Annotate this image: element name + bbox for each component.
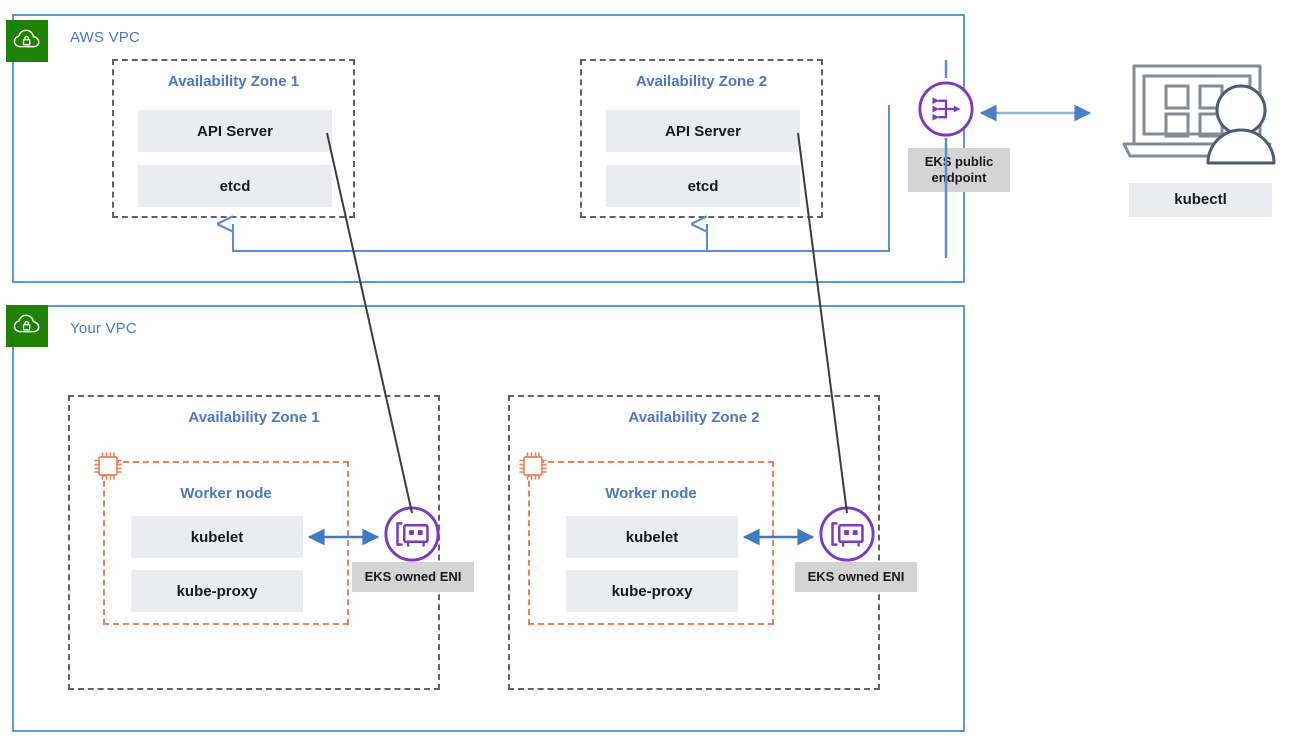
your-az-1-eni-caption: EKS owned ENI (352, 562, 474, 592)
your-az-2-kube-proxy: kube-proxy (566, 570, 738, 612)
your-az-2-container: Availability Zone 2 (508, 395, 880, 690)
your-az-1-eni-icon (384, 506, 440, 562)
kubectl-caption: kubectl (1129, 183, 1272, 217)
your-vpc-label: Your VPC (70, 320, 137, 337)
vpc-cloud-lock-icon (13, 29, 40, 48)
aws-az-2-api-server: API Server (606, 110, 800, 152)
your-az-2-eni-icon (819, 506, 875, 562)
your-vpc-badge-icon (6, 305, 48, 347)
your-az-2-eni-caption: EKS owned ENI (795, 562, 917, 592)
cpu-chip-icon (519, 452, 547, 480)
your-az-2-kubelet: kubelet (566, 516, 738, 558)
eks-public-endpoint-icon (918, 81, 974, 137)
aws-vpc-badge-icon (6, 20, 48, 62)
your-az-1-kubelet: kubelet (131, 516, 303, 558)
your-az-1-worker-node: Worker node (94, 452, 349, 625)
aws-vpc-label: AWS VPC (70, 29, 141, 46)
cpu-chip-icon (94, 452, 122, 480)
aws-az-2-etcd: etcd (606, 165, 800, 207)
your-az-1-kube-proxy: kube-proxy (131, 570, 303, 612)
aws-az-1-title: Availability Zone 1 (167, 73, 300, 90)
laptop-user-icon (1122, 64, 1276, 165)
your-az-2-worker-title: Worker node (605, 485, 697, 502)
your-az-2-title: Availability Zone 2 (628, 409, 760, 426)
your-vpc-container (12, 305, 965, 732)
your-az-1-container: Availability Zone 1 (68, 395, 440, 690)
eks-public-endpoint-caption: EKS public endpoint (908, 148, 1010, 192)
aws-az-1-api-server: API Server (138, 110, 332, 152)
your-az-1-worker-title: Worker node (180, 485, 272, 502)
vpc-cloud-lock-icon (13, 314, 40, 333)
aws-az-2-title: Availability Zone 2 (635, 73, 768, 90)
your-az-1-title: Availability Zone 1 (188, 409, 320, 426)
aws-az-1-etcd: etcd (138, 165, 332, 207)
